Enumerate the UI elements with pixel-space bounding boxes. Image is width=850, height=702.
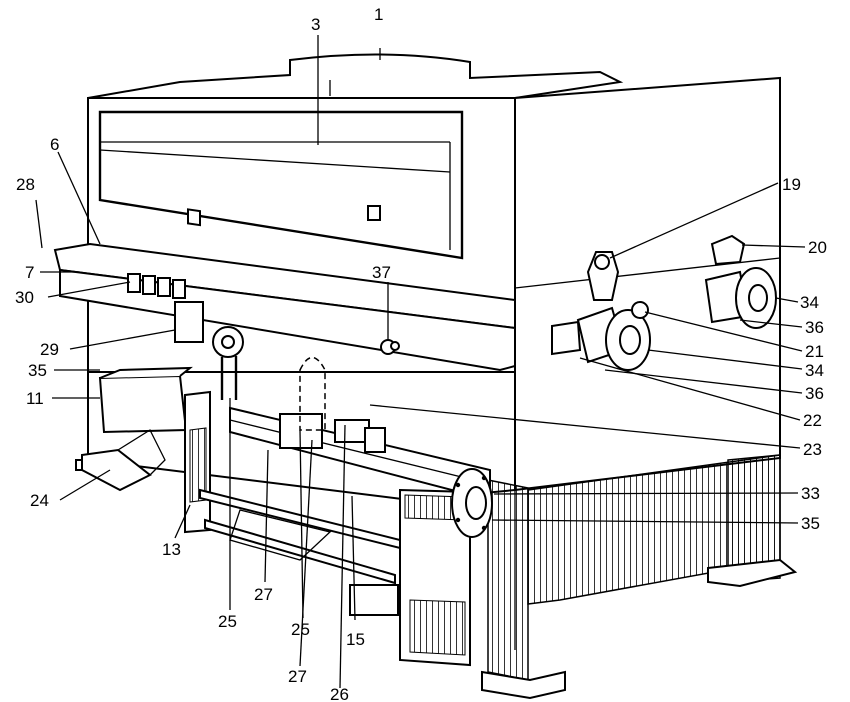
label-22: 22 <box>803 411 822 430</box>
rear-right-leg <box>727 454 781 583</box>
label-19: 19 <box>782 175 801 194</box>
label-15: 15 <box>346 630 365 649</box>
label-34-top: 34 <box>800 293 819 312</box>
label-30: 30 <box>15 288 34 307</box>
label-7: 7 <box>25 263 34 282</box>
label-11: 11 <box>26 389 44 408</box>
label-28: 28 <box>16 175 35 194</box>
label-27-left: 27 <box>254 585 273 604</box>
label-34-bottom: 34 <box>805 361 824 380</box>
label-35-left: 35 <box>28 361 47 380</box>
label-25-left: 25 <box>218 612 237 631</box>
labels: 1 3 6 28 7 30 37 29 35 11 24 13 25 27 25… <box>15 5 827 702</box>
label-21: 21 <box>805 342 824 361</box>
panel-buttons <box>127 273 186 299</box>
label-26: 26 <box>330 685 349 702</box>
label-36-top: 36 <box>805 318 824 337</box>
label-24: 24 <box>30 491 49 510</box>
label-13: 13 <box>162 540 181 559</box>
label-35-right: 35 <box>801 514 820 533</box>
roof-hood <box>87 53 624 99</box>
label-23: 23 <box>803 440 822 459</box>
label-1: 1 <box>374 5 383 24</box>
label-6: 6 <box>50 135 59 154</box>
label-29: 29 <box>40 340 59 359</box>
control-rail <box>53 242 516 372</box>
label-20: 20 <box>808 238 827 257</box>
drive-assembly <box>81 301 493 585</box>
side-components <box>551 234 777 371</box>
front-right-leg <box>487 479 529 681</box>
label-3: 3 <box>311 15 320 34</box>
label-25-right: 25 <box>291 620 310 639</box>
label-33: 33 <box>801 484 820 503</box>
leader-lines <box>35 35 806 689</box>
label-36-bottom: 36 <box>805 384 824 403</box>
label-37: 37 <box>372 263 391 282</box>
label-27-right: 27 <box>288 667 307 686</box>
